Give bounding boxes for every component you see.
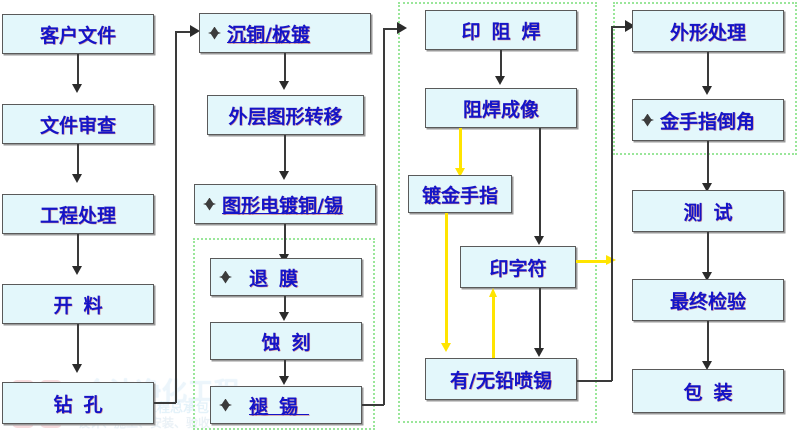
arrowhead-down: [702, 183, 712, 192]
node-label: 蚀刻: [261, 331, 322, 354]
arrowhead-yellow-down: [441, 343, 451, 352]
connector-c2-3-4: [284, 224, 286, 256]
arrowhead-down: [702, 272, 712, 281]
arrowhead-right: [625, 20, 635, 32]
connector-c3-to-c4-v: [611, 26, 613, 381]
arrowhead-right: [397, 22, 407, 34]
node-outer-layer-imaging[interactable]: 外层图形转移: [207, 95, 364, 135]
arrowhead-down: [279, 312, 289, 321]
connector-c3-1-2: [500, 50, 502, 78]
connector-c1-to-c2-h2: [175, 31, 193, 33]
node-label: 开料: [53, 294, 114, 317]
node-label: 外层图形转移: [228, 105, 343, 128]
connector-c2-to-c3-h: [362, 404, 384, 406]
connector-c2-to-c3-h2: [383, 28, 400, 30]
node-label: 工程处理: [39, 204, 116, 227]
connector-c3-imaging-to-legend: [539, 128, 541, 238]
node-label: 退膜: [249, 267, 310, 290]
diamond-bullet-icon: [641, 113, 654, 127]
node-label: 阻焊成像: [462, 98, 539, 121]
node-print-legend[interactable]: 印字符: [460, 246, 576, 288]
connector-c4-4-5: [707, 321, 709, 363]
connector-c4-2-3: [707, 141, 709, 185]
node-customer-file[interactable]: 客户文件: [2, 14, 154, 54]
arrowhead-down: [279, 376, 289, 385]
node-soldermask-imaging[interactable]: 阻焊成像: [425, 88, 577, 128]
arrowhead-yellow-up: [489, 288, 497, 297]
node-final-inspection[interactable]: 最终检验: [632, 279, 784, 321]
connector-c2-2-3: [284, 135, 286, 173]
arrowhead-down: [279, 171, 289, 180]
arrowhead-down: [702, 86, 712, 95]
connector-c1-1-2: [77, 54, 79, 86]
diamond-bullet-icon: [203, 197, 216, 211]
node-label: 有/无铅喷锡: [450, 369, 552, 392]
connector-yellow-imaging-to-gold: [459, 128, 462, 171]
arrowhead-down: [534, 236, 544, 245]
node-label: 测试: [683, 201, 744, 224]
node-pattern-plating[interactable]: 图形电镀铜/锡: [194, 184, 376, 224]
arrowhead-right: [190, 25, 200, 37]
diamond-bullet-icon: [208, 26, 221, 40]
connector-c1-3-4: [77, 234, 79, 268]
connector-c1-4-5: [77, 324, 79, 366]
arrowhead-down: [702, 361, 712, 370]
node-label: 金手指倒角: [660, 110, 756, 133]
group-frame-profiling: [613, 2, 797, 155]
connector-c4-1-2: [707, 52, 709, 88]
node-label: 印阻焊: [461, 20, 552, 43]
node-electroless-copper[interactable]: 沉铜/板镀: [199, 13, 371, 53]
node-gold-finger-plating[interactable]: 镀金手指: [408, 175, 512, 213]
arrowhead-down: [72, 266, 82, 275]
node-print-soldermask[interactable]: 印阻焊: [425, 10, 577, 50]
connector-c3-legend-to-hasl: [539, 288, 541, 350]
arrowhead-down: [72, 364, 82, 373]
diamond-bullet-icon: [219, 270, 232, 284]
node-file-review[interactable]: 文件审查: [2, 104, 154, 144]
node-label: 图形电镀铜/锡: [222, 194, 343, 217]
node-gold-finger-bevel[interactable]: 金手指倒角: [632, 99, 784, 141]
node-cutting[interactable]: 开料: [2, 284, 154, 324]
node-strip-resist[interactable]: 退膜: [210, 258, 362, 296]
connector-c3-to-c4-h2: [611, 26, 628, 28]
node-label: 镀金手指: [421, 184, 498, 207]
connector-c1-2-3: [77, 144, 79, 176]
connector-yellow-hasl-to-legend: [492, 295, 495, 360]
node-label: 外形处理: [669, 21, 746, 44]
arrowhead-down: [495, 76, 505, 85]
connector-c3-to-c4-h: [577, 380, 612, 382]
node-packaging[interactable]: 包装: [632, 369, 784, 413]
node-label: 印字符: [489, 257, 547, 280]
diamond-bullet-icon: [219, 398, 232, 412]
node-drilling[interactable]: 钻孔: [2, 382, 154, 424]
node-test[interactable]: 测试: [632, 190, 784, 232]
connector-c4-3-4: [707, 232, 709, 274]
connector-c2-5-6: [284, 360, 286, 378]
connector-c2-4-5: [284, 296, 286, 314]
arrowhead-yellow-down: [455, 168, 465, 177]
connector-c2-to-c3-v: [383, 28, 385, 405]
connector-c1-to-c2-v: [175, 31, 177, 403]
arrowhead-down: [72, 174, 82, 183]
group-frame-soldermask: [398, 2, 597, 423]
node-label: 最终检验: [669, 290, 746, 313]
node-hasl[interactable]: 有/无铅喷锡: [425, 358, 577, 400]
node-label: 客户文件: [39, 24, 116, 47]
node-label: 文件审查: [39, 114, 116, 137]
node-label: 沉铜/板镀: [227, 23, 310, 46]
node-profiling[interactable]: 外形处理: [632, 10, 784, 52]
node-engineering[interactable]: 工程处理: [2, 194, 154, 234]
node-label: 钻孔: [53, 393, 114, 416]
arrowhead-down: [72, 84, 82, 93]
node-label: 褪锡: [249, 395, 310, 418]
connector-c1-to-c2-h: [154, 402, 176, 404]
node-etching[interactable]: 蚀刻: [210, 322, 362, 360]
arrowhead-down: [279, 81, 289, 90]
node-label: 包装: [683, 381, 744, 404]
arrowhead-down: [534, 348, 544, 357]
connector-yellow-gold-to-hasl: [445, 213, 448, 345]
node-strip-tin[interactable]: 褪锡: [210, 386, 362, 424]
connector-yellow-legend-right: [576, 260, 608, 263]
connector-c2-1-2: [284, 53, 286, 83]
